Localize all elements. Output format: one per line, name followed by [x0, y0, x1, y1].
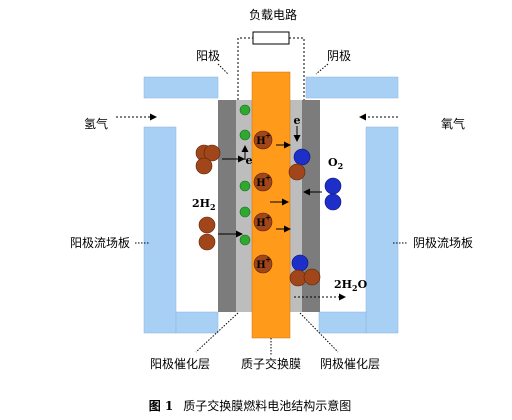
- proton: H +: [253, 254, 273, 274]
- proton: H +: [253, 172, 273, 192]
- proton: H +: [253, 212, 273, 232]
- electron-label-cathode: e: [294, 114, 301, 127]
- oxygen-molecule: [293, 148, 311, 166]
- oxygen-label: 氧气: [441, 116, 465, 131]
- proton-symbol: H: [256, 136, 265, 147]
- proton-symbol: H: [256, 178, 265, 189]
- hydrogen-molecule: [198, 216, 216, 251]
- proton-symbol: H: [256, 218, 265, 229]
- water-formula-subscript: 2: [352, 283, 358, 293]
- oxygen-formula-subscript: 2: [338, 161, 344, 171]
- cathode-catalyst-label: 阴极催化层: [320, 357, 380, 371]
- electron: [239, 180, 251, 192]
- anode-flow-plate: [143, 126, 177, 334]
- anode-label: 阳极: [196, 49, 220, 63]
- anode-flow-plate-label: 阳极流场板: [70, 236, 130, 250]
- electron: [239, 234, 251, 246]
- electrons: [239, 104, 251, 246]
- electron: [239, 104, 251, 116]
- figure-number: 图 1: [149, 399, 174, 413]
- top-right-flow-plate: [305, 76, 399, 99]
- anode-leader: [217, 63, 229, 75]
- water-molecule: [289, 254, 321, 287]
- cathode-flow-plate-bottom: [318, 311, 367, 334]
- hydrogen-molecule: [195, 144, 221, 175]
- anode-flow-plate-bottom: [175, 311, 219, 334]
- proton-charge: +: [265, 173, 271, 182]
- figure-title: 质子交换膜燃料电池结构示意图: [183, 398, 351, 413]
- proton-symbol: H: [256, 260, 265, 271]
- water-formula-prefix: 2H: [334, 278, 352, 291]
- electron: [239, 206, 251, 218]
- water-formula-suffix: O: [358, 278, 368, 291]
- anode-catalyst-leader: [195, 312, 239, 353]
- load-resistor: [252, 31, 290, 45]
- electron: [239, 129, 251, 141]
- oxygen-molecules: [293, 148, 342, 211]
- proton-charge: +: [265, 255, 271, 264]
- oxygen-formula-base: O: [328, 156, 338, 169]
- cathode-flow-plate: [365, 126, 399, 334]
- figure-caption: 图 1 质子交换膜燃料电池结构示意图: [149, 398, 352, 413]
- cathode-flow-plate-label: 阴极流场板: [413, 236, 473, 250]
- top-left-flow-plate: [143, 76, 219, 99]
- hydrogen-formula-base: 2H: [192, 197, 210, 210]
- hydrogen-formula-subscript: 2: [210, 202, 216, 212]
- load-circuit-wire: [237, 37, 305, 100]
- load-circuit-label: 负载电路: [249, 7, 297, 22]
- anode-electrode: [218, 100, 252, 312]
- oxygen-bound-hydrogen: [288, 163, 306, 181]
- proton-exchange-membrane: [251, 71, 291, 339]
- hydrogen-molecules: [195, 144, 221, 251]
- oxygen-molecule: [324, 177, 342, 211]
- cathode-leader: [315, 63, 329, 75]
- proton-charge: +: [265, 213, 271, 222]
- oxygen-formula: O2: [328, 156, 343, 171]
- cathode-label: 阴极: [327, 49, 351, 63]
- electron-label-anode: e: [246, 154, 253, 167]
- hydrogen-label: 氢气: [84, 116, 108, 131]
- protons: H + H + H + H +: [253, 130, 273, 274]
- flow-plates: [143, 76, 399, 334]
- water-formula: 2H2O: [334, 278, 368, 293]
- cathode-catalyst-leader: [299, 312, 339, 353]
- hydrogen-formula: 2H2: [192, 197, 216, 212]
- proton-charge: +: [265, 131, 271, 140]
- anode-catalyst-label: 阳极催化层: [150, 357, 210, 371]
- proton: H +: [253, 130, 273, 150]
- membrane-label: 质子交换膜: [241, 356, 301, 371]
